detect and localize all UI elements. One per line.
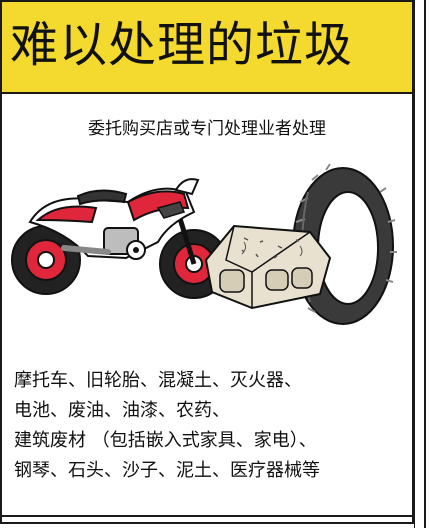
disposal-instruction: 委托购买店或专门处理业者处理 [88, 119, 326, 139]
list-item: 建筑废材 （包括嵌入式家具、家电）、 [14, 430, 317, 451]
divider [424, 0, 426, 528]
garbage-item-list: 摩托车、旧轮胎、混凝土、灭火器、 电池、废油、油漆、农药、 建筑废材 （包括嵌入… [14, 366, 410, 486]
list-item: 摩托车、旧轮胎、混凝土、灭火器、 [14, 370, 302, 391]
list-item: 电池、废油、油漆、农药、 [14, 400, 230, 421]
motorcycle-icon [11, 178, 229, 299]
garbage-info-card: 难以处理的垃圾 委托购买店或专门处理业者处理 [0, 0, 414, 524]
illustration [11, 163, 397, 325]
page-edge [414, 0, 429, 528]
page-title: 难以处理的垃圾 [10, 17, 354, 73]
divider [2, 515, 412, 517]
list-item: 钢琴、石头、沙子、泥土、医疗器械等 [14, 460, 320, 481]
concrete-block-icon [204, 224, 332, 310]
header-banner: 难以处理的垃圾 [2, 2, 412, 94]
